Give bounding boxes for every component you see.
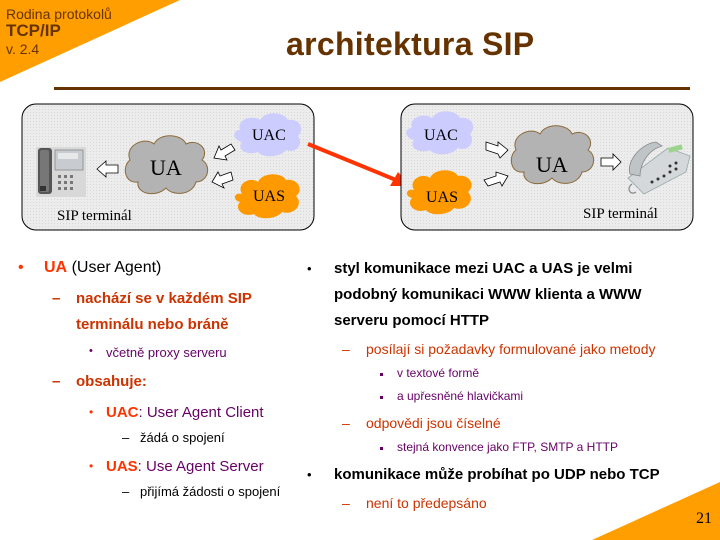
sub-item-responses: odpovědi jsou číselné xyxy=(366,415,501,431)
uas-detail: přijímá žádosti o spojení xyxy=(140,484,281,499)
arrow-right-icon xyxy=(600,153,622,171)
bullet-icon: • xyxy=(307,467,312,482)
sub-item-location-line1: nachází se v každém SIP xyxy=(76,290,252,307)
point-transport: komunikace může probíhat po UDP nebo TCP xyxy=(334,466,660,483)
arrow-left-icon xyxy=(96,160,119,178)
sub-item-methods: posílají si požadavky formulované jako m… xyxy=(366,341,656,357)
uas-cloud-right xyxy=(406,170,472,215)
square-bullet-icon xyxy=(380,447,383,450)
uas-description: : Use Agent Server xyxy=(137,458,264,475)
left-terminal xyxy=(21,103,315,231)
corner-decoration-top-left xyxy=(0,0,180,82)
point-style-line3: serveru pomocí HTTP xyxy=(334,312,490,329)
sub-item-not-prescribed: není to předepsáno xyxy=(366,495,487,511)
bullet-icon: • xyxy=(18,259,24,276)
square-bullet-icon xyxy=(380,396,383,399)
dash-icon: – xyxy=(342,415,350,431)
page-number: 21 xyxy=(696,510,712,527)
arrow-icon xyxy=(213,143,236,161)
dash-icon: – xyxy=(52,290,61,307)
uac-cloud-left xyxy=(234,113,302,157)
bullet-icon: • xyxy=(307,261,312,276)
header-family: Rodina protokolů xyxy=(6,6,112,22)
uac-item: UAC: User Agent Client xyxy=(106,404,264,421)
desk-phone-icon xyxy=(36,147,86,197)
detail-text-form: v textové formě xyxy=(397,366,480,380)
sub-item-location-line2: terminálu nebo bráně xyxy=(76,316,229,333)
bullet-icon: • xyxy=(89,345,93,357)
detail-headers: a upřesněné hlavičkami xyxy=(397,389,524,403)
ua-cloud-right xyxy=(510,125,595,185)
point-style-line2: podobný komunikaci WWW klienta a WWW xyxy=(334,286,642,303)
arrow-icon xyxy=(483,171,509,187)
uac-label-left: UAC xyxy=(252,127,286,144)
ua-term: UA xyxy=(44,259,68,276)
arrow-icon xyxy=(211,171,234,189)
bullet-icon: • xyxy=(89,459,94,473)
header-version: v. 2.4 xyxy=(6,41,40,57)
detail-convention: stejná konvence jako FTP, SMTP a HTTP xyxy=(397,440,618,454)
sub-item-contains: obsahuje: xyxy=(76,373,147,390)
terminal-label-right: SIP terminál xyxy=(583,206,658,222)
dash-icon: – xyxy=(342,341,350,357)
title-divider xyxy=(54,87,690,90)
uas-cloud-left xyxy=(234,174,300,219)
terminal-label-left: SIP terminál xyxy=(57,208,132,224)
uac-term: UAC xyxy=(106,404,139,421)
request-arrow xyxy=(307,142,410,186)
bullet-ua: UA (User Agent) xyxy=(44,259,161,277)
detail-proxy: včetně proxy serveru xyxy=(106,345,227,360)
dash-icon: – xyxy=(52,373,61,390)
right-terminal xyxy=(400,103,694,231)
uas-label-right: UAS xyxy=(426,189,459,206)
arrow-icon xyxy=(485,141,509,159)
corner-decoration-bottom-right xyxy=(592,482,720,540)
uas-label-left: UAS xyxy=(253,188,286,205)
uas-term: UAS xyxy=(106,458,138,475)
ua-cloud-left xyxy=(124,135,209,195)
ua-label-right: UA xyxy=(536,152,568,177)
uac-description: : User Agent Client xyxy=(138,404,264,421)
bullet-icon: • xyxy=(89,405,94,419)
header-protocol: TCP/IP xyxy=(6,21,61,40)
uac-cloud-right xyxy=(406,111,474,155)
uas-item: UAS: Use Agent Server xyxy=(106,458,264,475)
ua-description: (User Agent) xyxy=(71,259,162,276)
dash-icon: – xyxy=(122,484,130,499)
square-bullet-icon xyxy=(380,373,383,376)
slide-title: architektura SIP xyxy=(286,26,535,62)
desk-phone-icon xyxy=(627,141,691,195)
uac-label-right: UAC xyxy=(424,127,458,144)
point-style-line1: styl komunikace mezi UAC a UAS je velmi xyxy=(334,260,633,277)
sip-architecture-diagram xyxy=(21,103,694,231)
dash-icon: – xyxy=(122,430,130,445)
uac-detail: žádá o spojení xyxy=(140,430,225,445)
ua-label-left: UA xyxy=(150,155,182,180)
dash-icon: – xyxy=(342,495,350,511)
